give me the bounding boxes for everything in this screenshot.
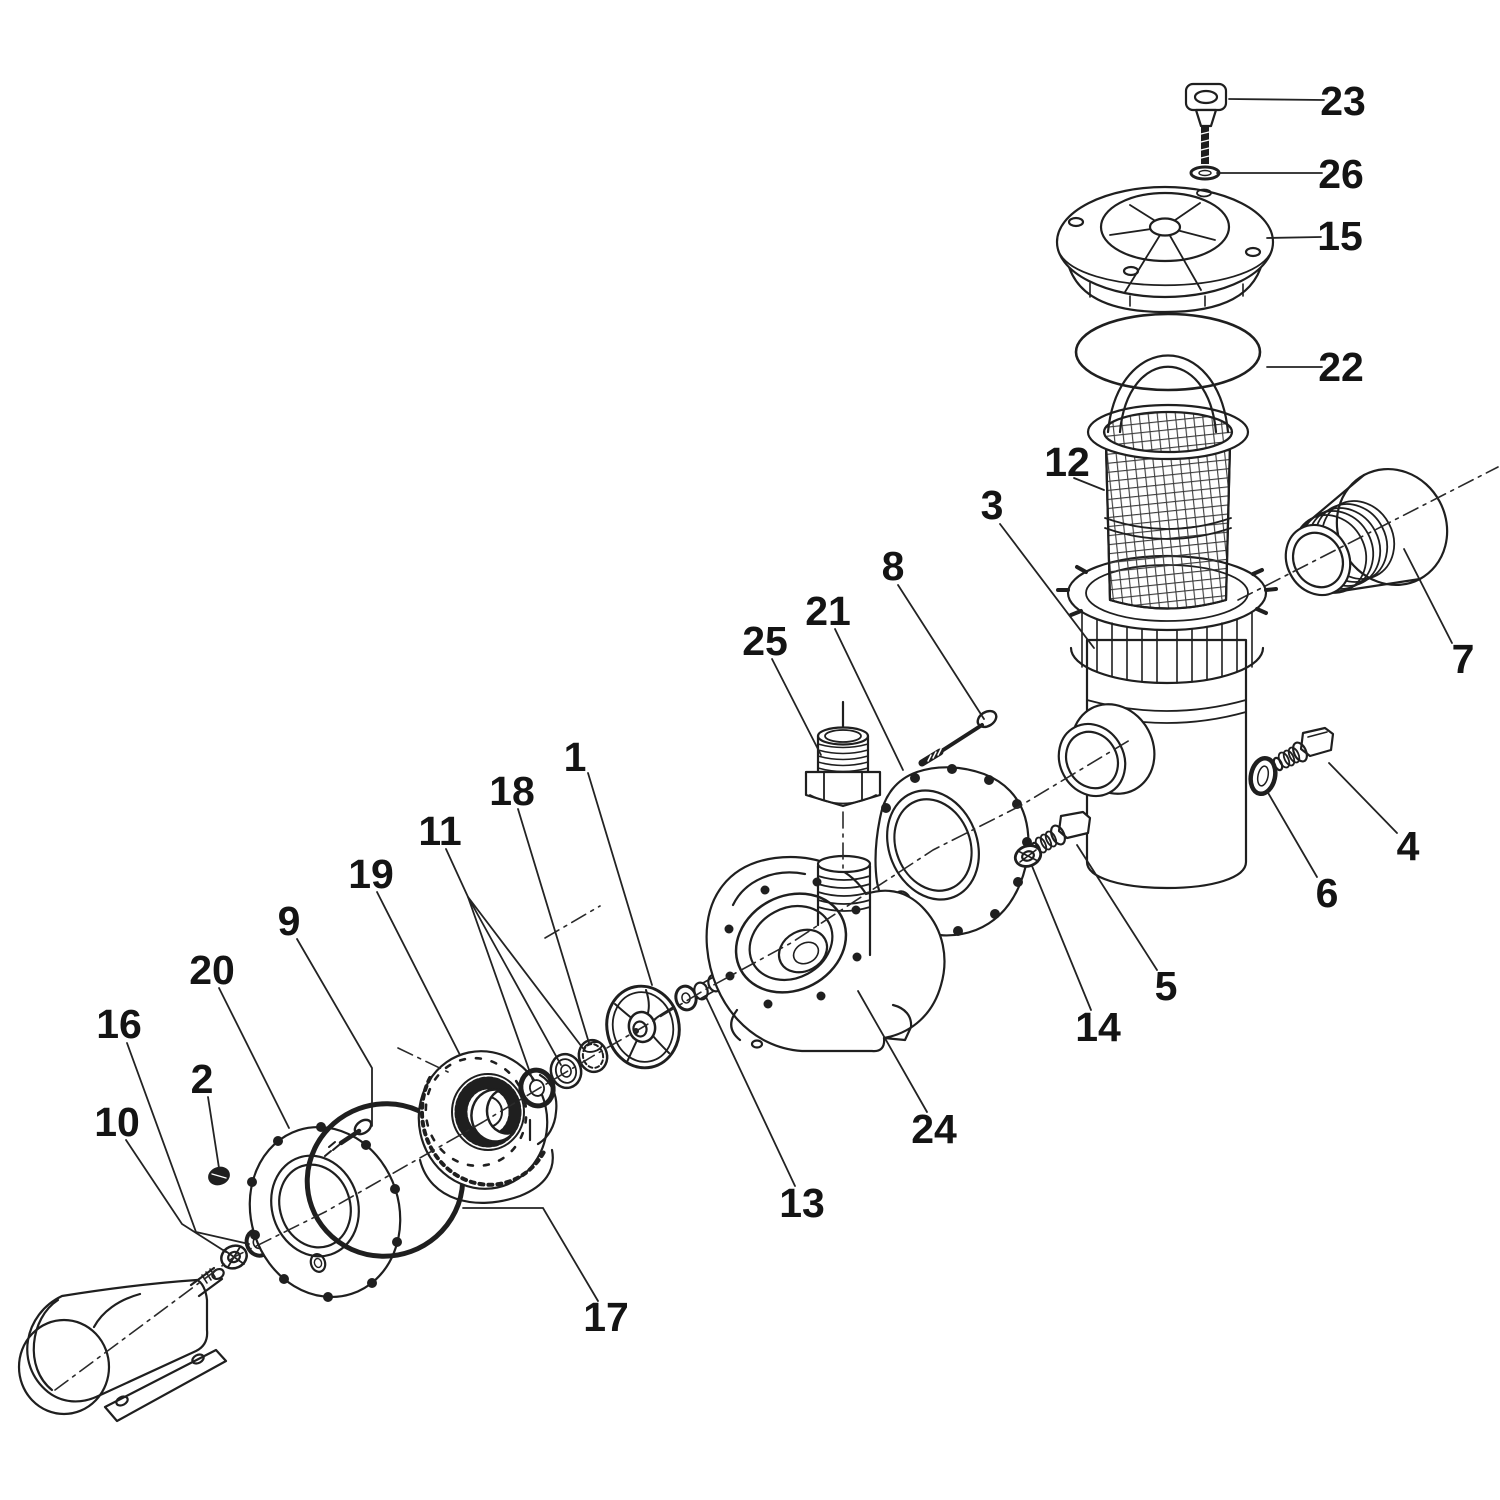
leader-line-6 [1266, 790, 1318, 878]
callout-label-3: 3 [981, 482, 1004, 528]
leader-line-12 [1073, 477, 1105, 491]
leader-line-18 [517, 808, 590, 1044]
callout-label-1: 1 [564, 734, 587, 780]
callout-label-11: 11 [418, 808, 461, 854]
callout-label-14: 14 [1075, 1004, 1121, 1050]
callout-label-5: 5 [1155, 963, 1178, 1009]
leader-line-4 [1328, 762, 1398, 834]
leader-line-15 [1266, 236, 1322, 239]
leader-line-17 [462, 1207, 599, 1302]
leader-line-16 [126, 1042, 250, 1245]
callout-label-4: 4 [1397, 823, 1420, 869]
callout-labels: 1234567891011121314151617181920212223242… [94, 78, 1474, 1340]
leader-line-2 [207, 1096, 220, 1169]
motor [17, 1266, 228, 1423]
callout-label-17: 17 [583, 1294, 629, 1340]
callout-label-23: 23 [1320, 78, 1366, 124]
shaft-seal-washer [549, 1052, 583, 1090]
leader-line-8 [897, 584, 985, 720]
callout-label-19: 19 [348, 851, 394, 897]
callout-label-13: 13 [779, 1180, 825, 1226]
motor-end-cap [17, 1318, 111, 1416]
callout-label-24: 24 [911, 1106, 957, 1152]
callout-label-10: 10 [94, 1099, 140, 1145]
basket-handle [1106, 354, 1230, 434]
center-axis [54, 466, 1499, 1391]
callout-label-12: 12 [1044, 439, 1090, 485]
callout-label-2: 2 [191, 1056, 214, 1102]
motor-bolt [324, 1118, 373, 1157]
callout-label-8: 8 [882, 543, 905, 589]
drain-plug-o-ring [1248, 755, 1278, 797]
leader-line-24 [857, 990, 928, 1113]
leader-line-5 [1076, 844, 1158, 971]
leader-line-11 [467, 896, 586, 1052]
strainer-pot [1057, 638, 1248, 890]
leader-line-19 [376, 891, 461, 1056]
pump-volute [705, 854, 946, 1053]
lid-o-ring [1074, 312, 1262, 392]
callout-label-16: 16 [96, 1001, 142, 1047]
leader-line-1 [587, 772, 653, 986]
callout-label-7: 7 [1452, 636, 1475, 682]
leader-line-14 [1031, 865, 1092, 1011]
long-bolt [918, 709, 998, 767]
leader-lines [125, 98, 1453, 1302]
callout-label-6: 6 [1316, 870, 1339, 916]
callout-label-18: 18 [489, 768, 535, 814]
leader-line-20 [218, 987, 290, 1129]
callout-label-21: 21 [805, 588, 851, 634]
callout-label-9: 9 [278, 898, 301, 944]
hex-nut-small [208, 1166, 230, 1186]
leader-line-13 [705, 996, 796, 1187]
leader-line-11 [467, 896, 562, 1066]
union-fitting [804, 700, 882, 869]
thumb-screw [1184, 82, 1228, 164]
callout-label-15: 15 [1317, 213, 1363, 259]
leader-line-25 [771, 658, 822, 756]
strainer-basket [1086, 354, 1250, 610]
motor-base [103, 1348, 228, 1423]
leader-line-21 [834, 628, 904, 771]
callout-label-25: 25 [742, 618, 788, 664]
pot-lid [1055, 185, 1275, 314]
callout-label-26: 26 [1318, 151, 1364, 197]
drain-plug [1272, 726, 1335, 772]
pipe-adapter [1284, 467, 1449, 597]
leader-line-9 [296, 938, 373, 1127]
leader-line-7 [1403, 548, 1453, 644]
leader-line-23 [1228, 98, 1325, 101]
callout-label-22: 22 [1318, 344, 1364, 390]
pot-inlet-port [1057, 703, 1156, 798]
seal-plate-bolt-tabs [247, 1122, 402, 1302]
leader-line-10 [125, 1139, 227, 1253]
leader-line-3 [999, 523, 1095, 649]
callout-label-20: 20 [189, 947, 235, 993]
